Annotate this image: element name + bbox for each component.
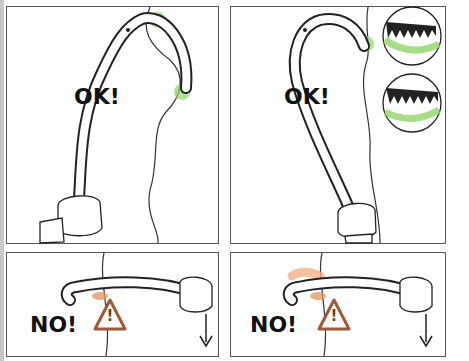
tool-body [78,18,186,212]
force-arrow [205,314,207,342]
glove-hand [338,203,376,238]
magnifier-circle [383,74,441,132]
panel-frame [7,253,219,357]
contact-highlight [385,40,439,50]
tool-outline [67,282,192,300]
bad-contact-highlight [310,292,326,300]
tool-outline [78,18,186,212]
status-text: OK! [284,86,330,108]
glove-hand [400,277,432,312]
glove-cuff [345,234,372,243]
tool-outline [295,19,364,222]
warning-mark: ! [331,309,338,324]
ghost-tool [292,272,320,276]
tool-body [67,282,192,300]
rivet [126,28,130,32]
rivet [303,28,307,32]
warning-triangle [319,300,349,329]
status-text: NO! [250,314,297,336]
panel-frame [7,7,219,244]
status-text: OK! [74,86,120,108]
status-text: NO! [30,314,77,336]
warning-triangle [95,300,125,329]
warning-mark: ! [107,309,114,324]
tool-outline [289,282,412,300]
trunk-outline [320,253,325,356]
tool-body [295,19,364,222]
magnifier-circle [383,7,441,65]
force-arrow-head [200,336,212,346]
panel-frame [231,253,446,357]
force-arrow [425,314,427,342]
saw-teeth [386,22,436,38]
contact-highlight [385,110,439,119]
tool-body [289,282,412,300]
glove-cuff [40,218,64,243]
force-arrow-head [420,336,432,346]
glove-hand [58,196,102,236]
saw-teeth [386,88,438,104]
edge-strip [0,0,4,361]
glove-hand [180,277,212,312]
panel-frame [231,7,446,244]
bad-contact-highlight [92,292,108,300]
